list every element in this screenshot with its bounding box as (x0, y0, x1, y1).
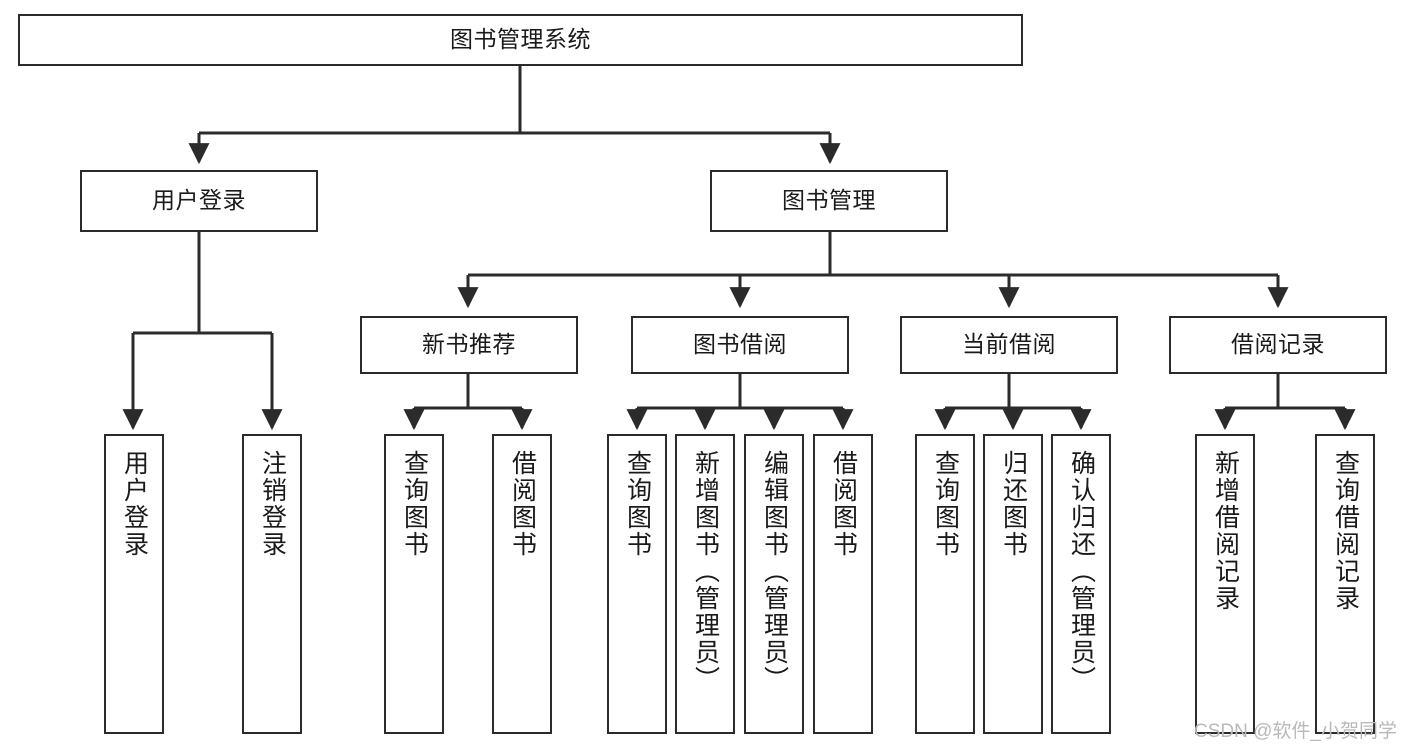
node-leaf-query-book-2-label: 查询图书 (623, 450, 652, 558)
node-leaf-add-book-label: 新增图书（管理员） (691, 450, 720, 693)
node-new-book-recommend[interactable]: 新书推荐 (360, 316, 578, 374)
node-user-login-label: 用户登录 (152, 187, 246, 214)
node-leaf-user-login[interactable]: 用户登录 (104, 434, 164, 734)
node-leaf-borrow-book-2[interactable]: 借阅图书 (813, 434, 873, 734)
node-leaf-confirm-return-label: 确认归还（管理员） (1067, 450, 1096, 693)
node-leaf-return-book[interactable]: 归还图书 (983, 434, 1043, 734)
node-leaf-borrow-book-2-label: 借阅图书 (829, 450, 858, 558)
node-leaf-borrow-book-1[interactable]: 借阅图书 (492, 434, 552, 734)
node-borrow-record[interactable]: 借阅记录 (1169, 316, 1387, 374)
node-new-book-recommend-label: 新书推荐 (422, 331, 516, 358)
csdn-watermark: CSDN @软件_小贺同学 (1194, 721, 1397, 742)
node-root[interactable]: 图书管理系统 (18, 14, 1023, 66)
node-book-borrow-label: 图书借阅 (693, 331, 787, 358)
node-leaf-query-record-label: 查询借阅记录 (1331, 450, 1360, 612)
node-book-borrow[interactable]: 图书借阅 (631, 316, 849, 374)
node-root-label: 图书管理系统 (450, 26, 591, 53)
node-leaf-add-record[interactable]: 新增借阅记录 (1195, 434, 1255, 734)
node-leaf-confirm-return[interactable]: 确认归还（管理员） (1051, 434, 1111, 734)
node-leaf-user-login-label: 用户登录 (120, 450, 149, 558)
node-leaf-logout-login[interactable]: 注销登录 (242, 434, 302, 734)
node-leaf-logout-login-label: 注销登录 (258, 450, 287, 558)
node-leaf-edit-book-label: 编辑图书（管理员） (760, 450, 789, 693)
node-leaf-add-record-label: 新增借阅记录 (1211, 450, 1240, 612)
node-leaf-return-book-label: 归还图书 (999, 450, 1028, 558)
node-book-manage[interactable]: 图书管理 (710, 170, 948, 232)
node-leaf-query-book-1-label: 查询图书 (400, 450, 429, 558)
node-leaf-query-book-3[interactable]: 查询图书 (915, 434, 975, 734)
node-user-login[interactable]: 用户登录 (80, 170, 318, 232)
node-book-manage-label: 图书管理 (782, 187, 876, 214)
node-current-borrow-label: 当前借阅 (962, 331, 1056, 358)
node-current-borrow[interactable]: 当前借阅 (900, 316, 1118, 374)
node-leaf-query-book-1[interactable]: 查询图书 (384, 434, 444, 734)
node-leaf-add-book[interactable]: 新增图书（管理员） (675, 434, 735, 734)
node-borrow-record-label: 借阅记录 (1231, 331, 1325, 358)
node-leaf-borrow-book-1-label: 借阅图书 (508, 450, 537, 558)
node-leaf-query-book-2[interactable]: 查询图书 (607, 434, 667, 734)
node-leaf-query-record[interactable]: 查询借阅记录 (1315, 434, 1375, 734)
node-leaf-query-book-3-label: 查询图书 (931, 450, 960, 558)
node-leaf-edit-book[interactable]: 编辑图书（管理员） (744, 434, 804, 734)
